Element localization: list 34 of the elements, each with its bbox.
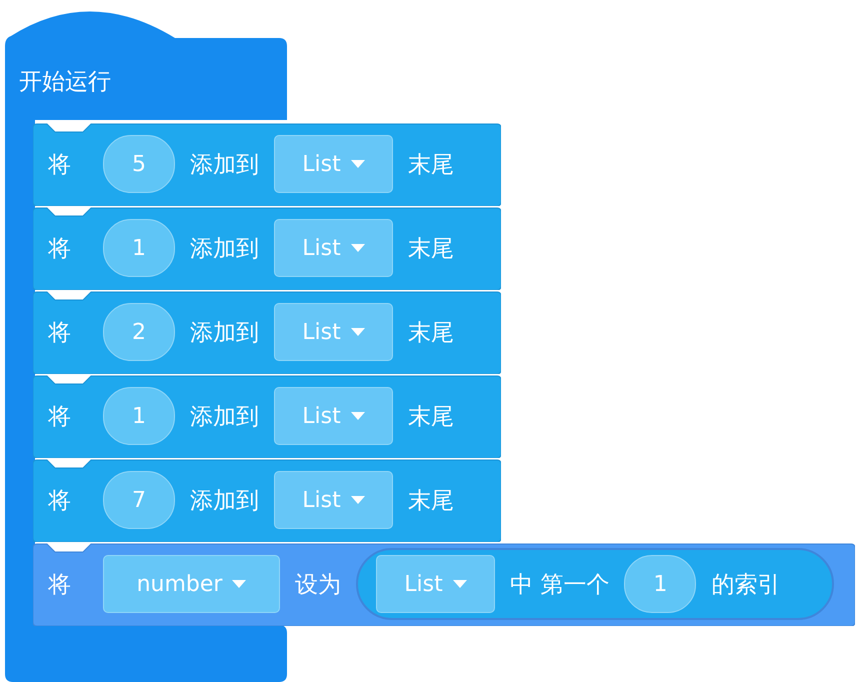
code-block	[33, 206, 501, 290]
block-text: 将	[48, 402, 71, 432]
block-text: 末尾	[408, 486, 454, 516]
block-text: 末尾	[408, 318, 454, 348]
value-field: 1	[624, 555, 696, 613]
dropdown-menu: List	[274, 471, 393, 529]
code-block	[33, 122, 501, 206]
dropdown-menu: List	[274, 219, 393, 277]
code-block	[33, 290, 501, 374]
code-block	[33, 542, 855, 626]
block-text: 末尾	[408, 234, 454, 264]
code-block	[33, 374, 501, 458]
block-text: 中 第一个	[510, 570, 610, 600]
block-text: 添加到	[190, 318, 259, 348]
block-text: 将	[48, 486, 71, 516]
block-text: 添加到	[190, 234, 259, 264]
block-text: 添加到	[190, 150, 259, 180]
dropdown-menu: List	[274, 135, 393, 193]
dropdown-menu: number	[103, 555, 280, 613]
block-text: 的索引	[711, 570, 780, 600]
dropdown-menu: List	[376, 555, 495, 613]
block-text: 添加到	[190, 486, 259, 516]
block-text: 添加到	[190, 402, 259, 432]
dropdown-menu: List	[274, 387, 393, 445]
block-text: 将	[48, 318, 71, 348]
code-block	[33, 458, 501, 542]
block-text: 将	[48, 234, 71, 264]
block-text: 将	[48, 150, 71, 180]
block-text: 末尾	[408, 402, 454, 432]
block-text: 将	[48, 570, 71, 600]
block-text: 开始运行	[19, 68, 111, 97]
dropdown-menu: List	[274, 303, 393, 361]
block-text: 末尾	[408, 150, 454, 180]
block-text: 设为	[295, 570, 341, 600]
